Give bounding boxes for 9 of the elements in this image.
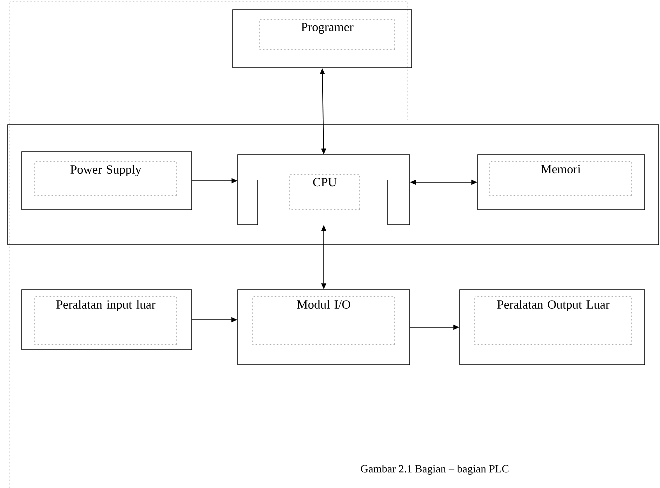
process-box: Modul I/O <box>238 290 410 366</box>
process-box: Peralatan input luar <box>22 290 192 350</box>
caption: Gambar 2.1 Bagian – bagian PLC <box>361 465 509 475</box>
process-box: Power Supply <box>22 152 192 210</box>
process-box: Memori <box>478 154 646 210</box>
group-box <box>8 124 660 246</box>
process-box: Peralatan Output Luar <box>460 290 646 366</box>
process-box: Programer <box>232 10 412 68</box>
process-box: CPU <box>238 154 410 226</box>
